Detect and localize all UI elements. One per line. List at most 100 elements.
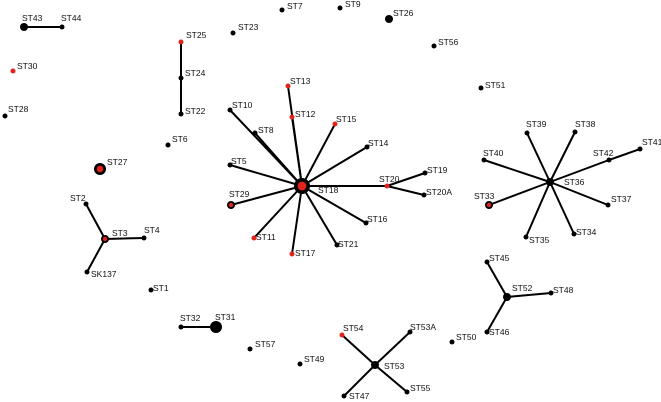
node-st24: [178, 75, 184, 81]
edge-st18-st14: [301, 146, 368, 187]
node-st37: [605, 202, 611, 208]
node-st5: [227, 162, 233, 168]
edge-st20-st20a: [386, 185, 425, 196]
label-st3: ST3: [112, 228, 128, 238]
node-st53a: [407, 329, 413, 335]
label-st49: ST49: [304, 354, 325, 364]
node-st35: [523, 234, 529, 240]
node-st46: [484, 329, 490, 335]
edge-st18-st12: [291, 116, 303, 187]
node-st57: [247, 346, 253, 352]
edge-st53-st47: [343, 364, 376, 397]
label-st13: ST13: [290, 76, 311, 86]
node-st33-core: [486, 202, 492, 208]
node-st29-core: [228, 202, 234, 208]
label-st9: ST9: [345, 0, 361, 9]
edge-st52-st46: [486, 296, 508, 333]
label-st45: ST45: [489, 253, 510, 263]
label-st12: ST12: [295, 109, 316, 119]
node-st49: [297, 361, 303, 367]
node-st39: [524, 130, 530, 136]
label-st14: ST14: [368, 138, 389, 148]
node-st19: [422, 170, 428, 176]
label-st54: ST54: [343, 323, 364, 333]
label-st22: ST22: [185, 106, 206, 116]
node-st10: [227, 107, 233, 113]
label-st11: ST11: [256, 232, 276, 242]
label-st44: ST44: [61, 13, 82, 23]
label-st35: ST35: [529, 235, 550, 245]
node-st47: [341, 393, 347, 399]
label-st15: ST15: [336, 114, 357, 124]
node-st30: [10, 68, 16, 74]
label-st5: ST5: [231, 156, 247, 166]
node-st15: [332, 121, 338, 127]
node-st41: [637, 146, 643, 152]
edge-st42-st41: [608, 148, 641, 161]
edge-st52-st48: [506, 292, 552, 298]
node-st32: [178, 324, 184, 330]
node-st40: [481, 157, 487, 163]
node-st34: [571, 231, 577, 237]
label-st56: ST56: [438, 37, 459, 47]
label-st46: ST46: [489, 327, 510, 337]
label-st10: ST10: [232, 100, 253, 110]
edge-st3-sk137: [86, 238, 106, 273]
label-st7: ST7: [287, 1, 303, 11]
label-st28: ST28: [8, 104, 29, 114]
node-st56: [431, 43, 437, 49]
label-st20a: ST20A: [426, 187, 452, 197]
node-st8: [252, 130, 258, 136]
node-st6: [165, 142, 171, 148]
node-sk137: [84, 269, 90, 275]
edge-st3-st2: [85, 203, 106, 240]
edge-st36-st39: [526, 132, 551, 183]
node-st45: [484, 259, 490, 265]
label-st18: ST18: [318, 185, 339, 195]
label-st1: ST1: [153, 283, 169, 293]
label-st24: ST24: [185, 68, 206, 78]
node-st16: [363, 220, 369, 226]
node-st50: [449, 339, 455, 345]
edge-st3-st4: [104, 237, 145, 240]
label-st21: ST21: [338, 239, 359, 249]
label-st37: ST37: [611, 194, 632, 204]
label-st20: ST20: [379, 174, 400, 184]
label-st48: ST48: [553, 285, 574, 295]
edge-st18-st29: [230, 185, 303, 206]
label-st40: ST40: [483, 148, 504, 158]
node-st12: [289, 114, 295, 120]
label-st17: ST17: [295, 248, 316, 258]
edge-st36-st34: [549, 181, 575, 235]
label-sk137: SK137: [91, 269, 117, 279]
edge-st53-st53a: [374, 331, 411, 366]
node-st18-core: [297, 181, 307, 191]
label-st52: ST52: [512, 283, 533, 293]
node-st42: [606, 157, 612, 163]
edge-st18-st5: [229, 164, 303, 187]
label-st25: ST25: [186, 30, 207, 40]
edge-st53-st54: [341, 334, 376, 366]
label-st30: ST30: [17, 61, 38, 71]
node-st9: [337, 5, 343, 11]
node-st14: [364, 144, 370, 150]
node-st11: [251, 235, 257, 241]
edge-st36-st37: [549, 181, 609, 206]
node-st52: [503, 293, 511, 301]
edge-st36-st40: [483, 159, 551, 183]
label-st8: ST8: [258, 125, 274, 135]
label-st4: ST4: [144, 225, 160, 235]
node-st1: [148, 287, 154, 293]
node-st4: [141, 235, 147, 241]
node-st17: [289, 251, 295, 257]
node-st44: [59, 24, 65, 30]
node-st43: [20, 23, 28, 31]
label-st43: ST43: [22, 13, 43, 23]
label-st57: ST57: [255, 339, 276, 349]
label-st32: ST32: [180, 313, 201, 323]
node-st2: [83, 201, 89, 207]
label-st27: ST27: [107, 157, 128, 167]
node-st26: [385, 15, 393, 23]
